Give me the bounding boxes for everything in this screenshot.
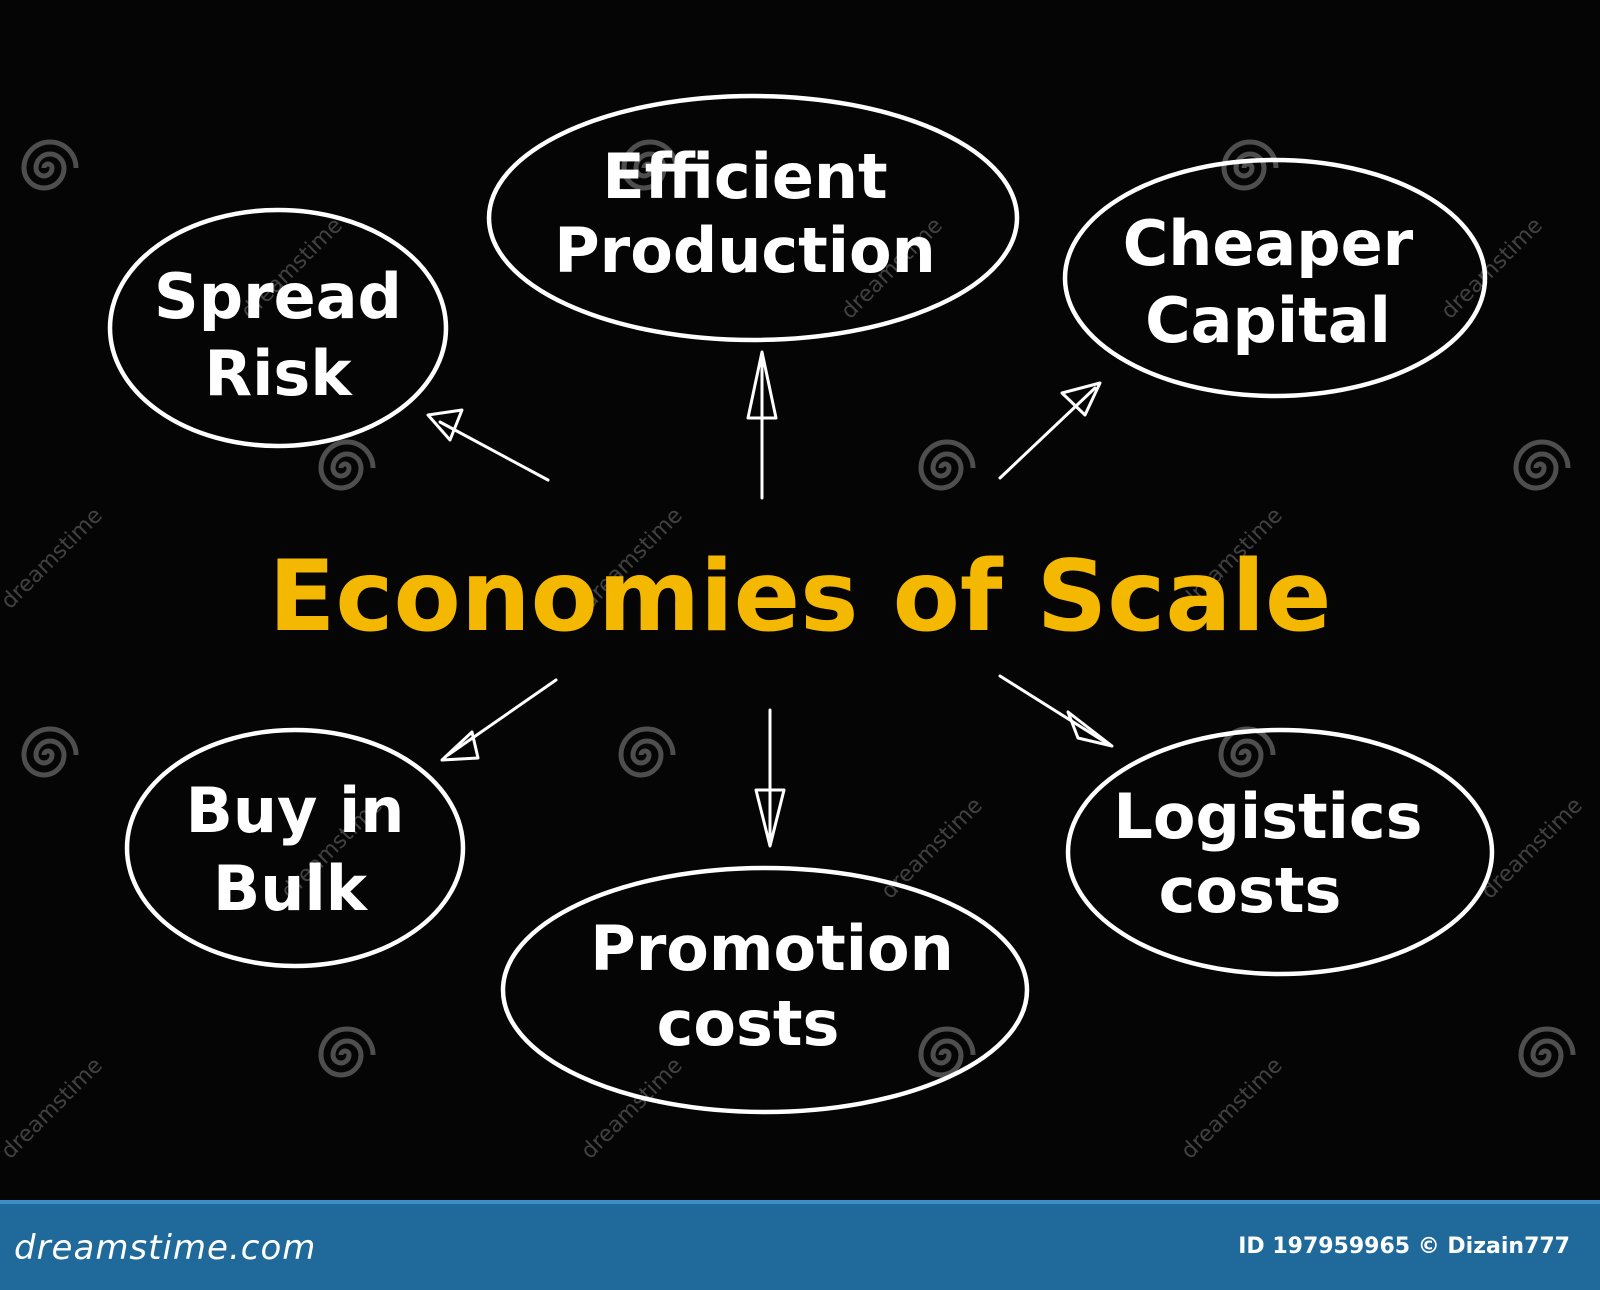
mind-map-diagram: dreamstime dreamstime dreamstime dreamst… — [0, 93, 1588, 1164]
watermark-spiral-icon — [1513, 439, 1571, 491]
watermark-spiral-icon — [918, 439, 976, 491]
dreamstime-logo: dreamstime.com — [14, 1228, 317, 1268]
watermark-spiral-icon — [21, 726, 79, 778]
node-efficient-production-line-2: Production — [554, 214, 936, 287]
arrow-to-buy-in-bulk — [440, 678, 558, 762]
node-buy-in-bulk-line-1: Buy in — [186, 774, 405, 847]
watermark-spiral-icon — [318, 1026, 376, 1078]
node-efficient-production-line-1: Efficient — [602, 140, 887, 213]
watermark-spiral-icon — [918, 1026, 976, 1078]
stock-footer-bar: dreamstime.com ID 197959965 © Dizain777 — [0, 1200, 1600, 1290]
watermark-spiral-icon — [621, 139, 679, 191]
watermark-spiral-icon — [1218, 726, 1276, 778]
arrow-to-spread-risk — [426, 408, 550, 482]
node-promotion-costs-ellipse — [500, 865, 1030, 1115]
mind-map-canvas: dreamstime dreamstime dreamstime dreamst… — [0, 93, 1588, 1165]
node-cheaper-capital-ellipse — [1062, 157, 1488, 399]
node-cheaper-capital-line-1: Cheaper — [1123, 207, 1414, 280]
node-logistics-costs-line-2: costs — [1159, 854, 1342, 927]
watermark-text: dreamstime — [0, 1053, 108, 1164]
node-efficient-production-ellipse — [486, 93, 1020, 343]
image-id-credit: ID 197959965 © Dizain777 — [1238, 1234, 1570, 1259]
watermark-spiral-icon — [1518, 1026, 1576, 1078]
node-promotion-costs-line-2: costs — [657, 987, 840, 1060]
arrow-to-efficient-production — [746, 350, 778, 500]
watermark-text: dreamstime — [1177, 1053, 1288, 1164]
watermark-text: dreamstime — [1437, 213, 1548, 324]
watermark-text: dreamstime — [577, 1053, 688, 1164]
node-buy-in-bulk-line-2: Bulk — [213, 852, 369, 925]
node-buy-in-bulk-ellipse — [124, 727, 466, 969]
watermark-spiral-icon — [21, 139, 79, 191]
node-spread-risk-ellipse — [107, 207, 449, 449]
arrow-to-promotion-costs — [754, 708, 786, 848]
watermark-spiral-icon — [618, 726, 676, 778]
node-spread-risk-line-2: Risk — [204, 337, 353, 410]
watermark-spiral-icon — [318, 439, 376, 491]
node-spread-risk-line-1: Spread — [154, 260, 402, 333]
arrow-to-logistics-costs — [998, 674, 1114, 748]
watermark-spiral-icon — [1221, 139, 1279, 191]
node-logistics-costs-ellipse — [1065, 727, 1495, 977]
arrow-to-cheaper-capital — [998, 381, 1102, 480]
node-logistics-costs-line-1: Logistics — [1113, 780, 1422, 853]
watermark-text: dreamstime — [0, 503, 108, 614]
central-title: Economies of Scale — [268, 540, 1331, 654]
watermark-text: dreamstime — [877, 793, 988, 904]
node-cheaper-capital-line-2: Capital — [1145, 284, 1391, 357]
node-promotion-costs-line-1: Promotion — [590, 912, 953, 985]
